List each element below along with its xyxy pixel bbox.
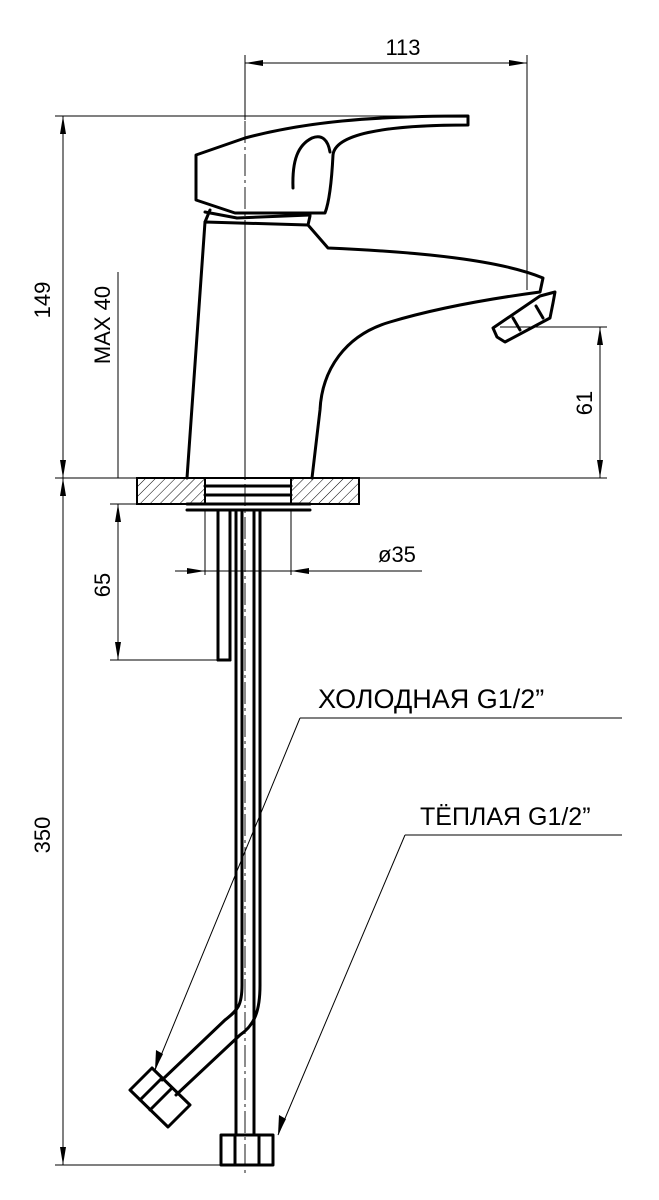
warm-water-label: ТЁПЛАЯ G1/2” bbox=[420, 803, 591, 831]
faucet-body bbox=[185, 208, 545, 480]
leader-cold: ХОЛОДНАЯ G1/2” bbox=[154, 684, 622, 1071]
dim-diameter-35-text: ø35 bbox=[378, 542, 416, 567]
leader-warm: ТЁПЛАЯ G1/2” bbox=[277, 803, 622, 1136]
fixing-stud bbox=[204, 508, 292, 662]
dim-113-text: 113 bbox=[385, 35, 420, 60]
countertop-section bbox=[136, 477, 360, 512]
dim-149-text: 149 bbox=[30, 282, 55, 319]
cold-water-label: ХОЛОДНАЯ G1/2” bbox=[318, 684, 544, 714]
lever-handle bbox=[194, 114, 470, 220]
aerator bbox=[491, 290, 557, 344]
dimension-max-40: MAX 40 bbox=[90, 272, 119, 478]
cold-water-hose bbox=[128, 508, 262, 1129]
dim-65-text: 65 bbox=[90, 573, 115, 597]
dimension-61: 61 bbox=[360, 326, 607, 479]
dim-max-40-text: MAX 40 bbox=[90, 286, 115, 364]
dimension-diameter-35: ø35 bbox=[175, 542, 422, 574]
dimension-113: 113 bbox=[244, 35, 528, 290]
dim-350-text: 350 bbox=[30, 817, 55, 854]
dim-61-text: 61 bbox=[572, 391, 597, 415]
dimension-149: 149 bbox=[30, 115, 468, 479]
warm-water-hose bbox=[219, 508, 275, 1167]
dimension-350: 350 bbox=[30, 478, 221, 1166]
dimension-65: 65 bbox=[90, 503, 218, 661]
